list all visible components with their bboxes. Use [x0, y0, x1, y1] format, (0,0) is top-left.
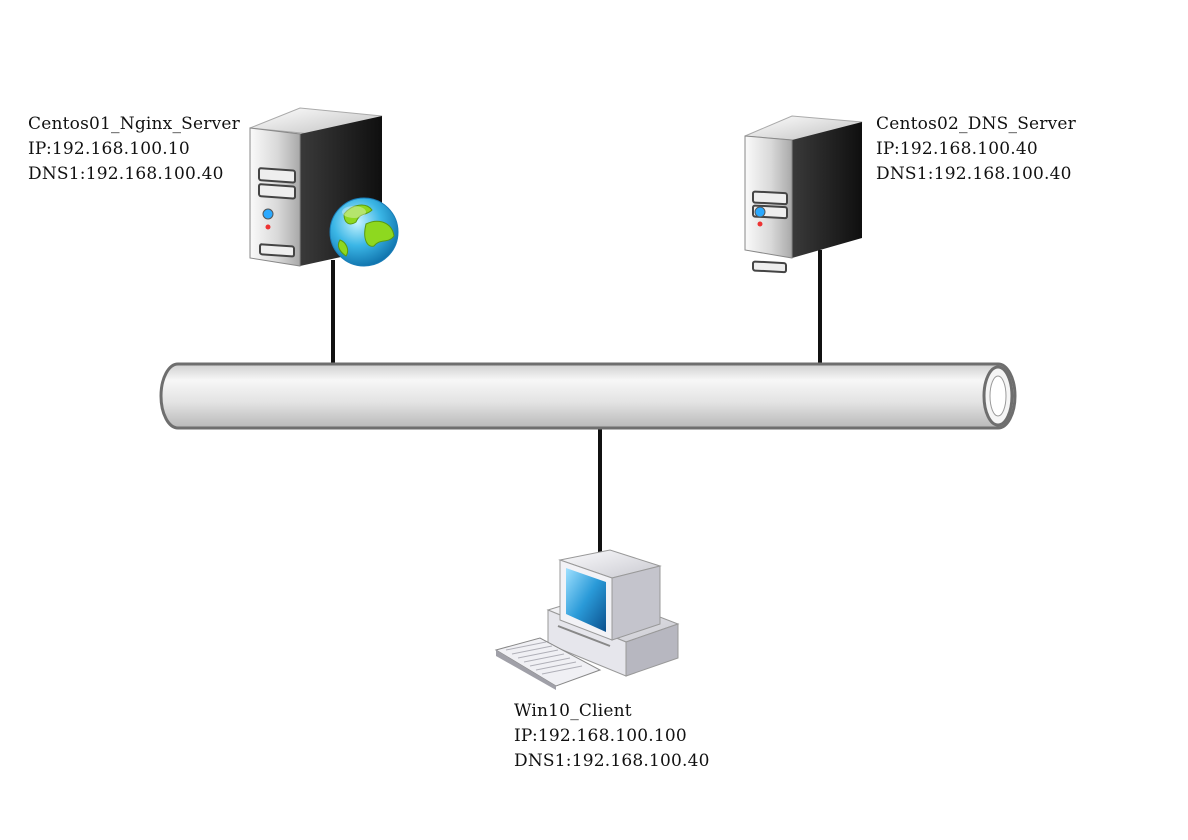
node-name: Centos02_DNS_Server: [876, 114, 1077, 134]
node-label-dns: Centos02_DNS_Server IP:192.168.100.40 DN…: [876, 112, 1076, 187]
node-dns: DNS1:192.168.100.40: [28, 164, 224, 184]
node-name: Centos01_Nginx_Server: [28, 114, 240, 134]
desktop-computer-icon: [494, 549, 680, 690]
node-ip: IP:192.168.100.10: [28, 139, 190, 159]
server-icon: [744, 115, 863, 274]
node-name: Win10_Client: [514, 701, 632, 721]
node-dns: DNS1:192.168.100.40: [514, 751, 710, 771]
globe-icon: [329, 197, 399, 267]
network-bus: [159, 362, 1017, 430]
web-server-icon: [249, 107, 399, 267]
node-dns: DNS1:192.168.100.40: [876, 164, 1072, 184]
node-label-client: Win10_Client IP:192.168.100.100 DNS1:192…: [514, 699, 710, 774]
node-label-nginx: Centos01_Nginx_Server IP:192.168.100.10 …: [28, 112, 240, 187]
node-ip: IP:192.168.100.40: [876, 139, 1038, 159]
node-ip: IP:192.168.100.100: [514, 726, 687, 746]
